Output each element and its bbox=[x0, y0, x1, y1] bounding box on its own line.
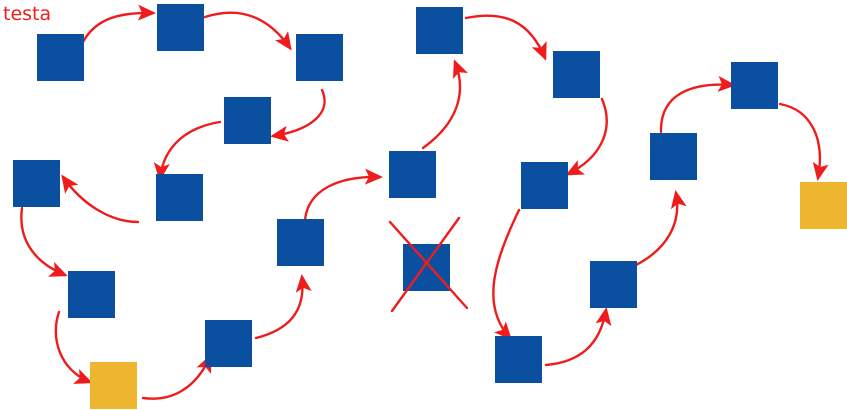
list-node-16 bbox=[590, 261, 637, 308]
list-node-14 bbox=[521, 162, 568, 209]
endpoint-node-end bbox=[800, 182, 847, 229]
list-node-2 bbox=[157, 4, 204, 51]
list-node-12 bbox=[416, 7, 463, 54]
arrow-5 bbox=[61, 174, 140, 224]
arrow-15 bbox=[544, 307, 612, 367]
list-node-11 bbox=[389, 151, 436, 198]
arrow-9 bbox=[254, 274, 312, 340]
list-node-6 bbox=[13, 160, 60, 207]
arrow-10 bbox=[303, 168, 383, 222]
endpoint-node-start bbox=[90, 362, 137, 409]
arrow-16 bbox=[634, 190, 687, 267]
list-node-4 bbox=[224, 97, 271, 144]
arrow-8 bbox=[141, 354, 212, 400]
head-label: testa bbox=[3, 3, 52, 25]
list-node-15 bbox=[495, 336, 542, 383]
arrow-6 bbox=[20, 206, 68, 277]
arrow-14 bbox=[492, 208, 521, 341]
arrow-4 bbox=[153, 120, 222, 181]
arrow-3 bbox=[270, 88, 326, 142]
cross-mark-icon bbox=[388, 216, 469, 313]
arrow-2 bbox=[203, 11, 292, 51]
arrow-11 bbox=[421, 59, 468, 150]
arrow-1 bbox=[78, 4, 156, 50]
list-node-7 bbox=[68, 271, 115, 318]
list-node-1 bbox=[37, 34, 84, 81]
list-node-9 bbox=[205, 320, 252, 367]
list-node-3 bbox=[296, 34, 343, 81]
list-node-5 bbox=[156, 174, 203, 221]
list-node-10 bbox=[277, 219, 324, 266]
list-node-17 bbox=[650, 133, 697, 180]
arrow-12 bbox=[464, 14, 547, 61]
arrow-13 bbox=[565, 97, 608, 176]
list-node-18 bbox=[731, 62, 778, 109]
arrow-17 bbox=[659, 75, 736, 134]
arrow-18 bbox=[778, 102, 829, 181]
arrow-7 bbox=[54, 310, 93, 384]
list-node-13 bbox=[553, 51, 600, 98]
